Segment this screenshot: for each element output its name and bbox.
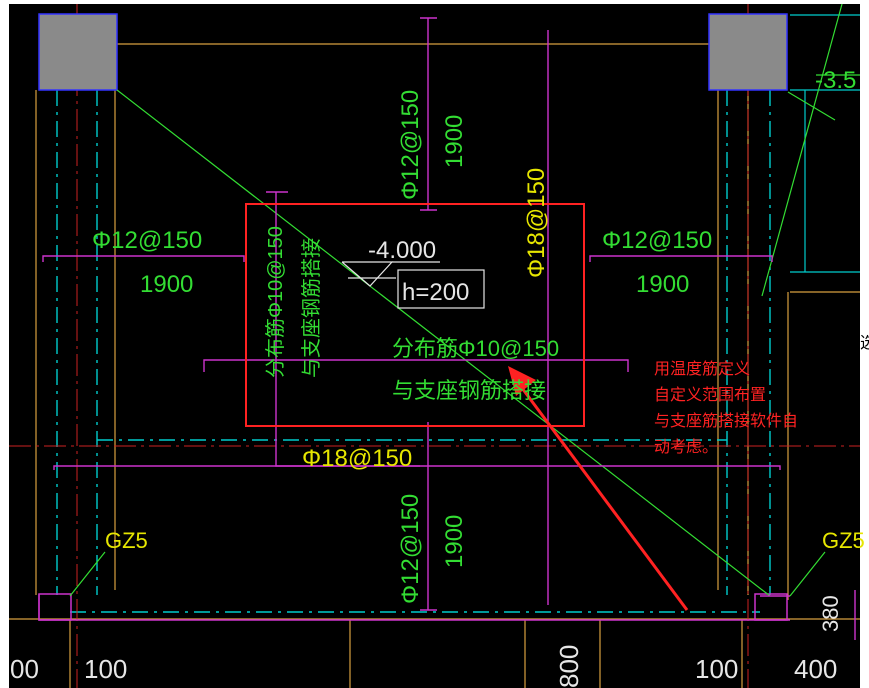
callout-arrow [508,366,689,611]
cyan-solid-lines [790,14,860,273]
note-line-4: 动考虑。 [654,437,718,456]
slab-edge-lines [9,43,860,688]
red-axis-lines [9,4,860,688]
cyan-dashed-lines [56,90,771,613]
right-length-label: 1900 [636,271,689,298]
vertical-18-label: Φ18@150 [523,168,550,278]
right-rebar-label: Φ12@150 [602,227,712,254]
bottom-800-label: 800 [554,645,584,688]
thickness-label: h=200 [402,279,469,306]
top-length-label: 1900 [441,115,468,168]
bottom-100-left-label: 100 [84,654,127,684]
highlight-box[interactable] [245,203,585,427]
cut-off-char: 选 [860,334,869,352]
gz-left-label: GZ5 [105,528,148,553]
bottom-length-label: 1900 [441,515,468,568]
note-line-2: 自定义范围布置 [654,385,766,404]
elevation-label: -4.000 [368,237,436,264]
center-splice-label: 与支座钢筋搭接 [392,378,546,403]
left-vertical-splice-label: 与支座钢筋搭接 [300,238,323,378]
note-line-1: 用温度筋定义 [654,359,750,378]
note-line-3: 与支座筋搭接软件自 [654,411,798,430]
left-vertical-distribution-label: 分布筋Φ10@150 [264,226,287,378]
right-380-label: 380 [818,595,843,632]
bottom-00-label: 00 [10,654,39,684]
left-rebar-label: Φ12@150 [92,227,202,254]
right-top-elevation-label: -3.5 [815,67,856,94]
column-top-left[interactable] [38,13,118,91]
bottom-18-label: Φ18@150 [302,445,412,472]
gz-right-label: GZ5 [822,528,865,553]
magenta-rebar-lines [38,17,856,640]
bottom-400-label: 400 [794,654,837,684]
center-distribution-label: 分布筋Φ10@150 [392,336,559,361]
elevation-symbol [341,261,485,309]
top-rebar-label: Φ12@150 [397,90,424,200]
green-diagonal-lines [69,3,860,597]
bottom-rebar-label: Φ12@150 [397,494,424,604]
column-top-right[interactable] [708,13,788,91]
bottom-100-right-label: 100 [695,654,738,684]
left-length-label: 1900 [140,271,193,298]
